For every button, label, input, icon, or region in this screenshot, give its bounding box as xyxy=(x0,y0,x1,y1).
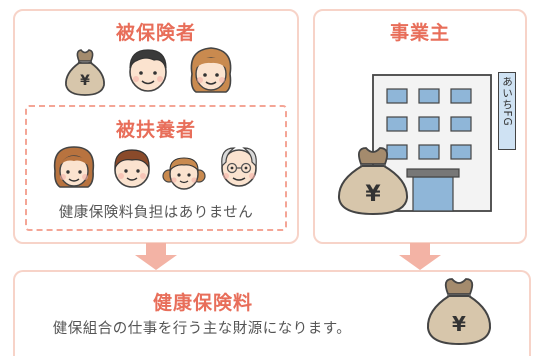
company-sign-label: あいちFG xyxy=(501,76,513,127)
premium-title: 健康保険料 xyxy=(152,292,254,314)
office-building-icon xyxy=(371,73,495,213)
employer-title: 事業主 xyxy=(389,22,451,44)
dependents-title: 被扶養者 xyxy=(115,119,197,141)
insured-title: 被保険者 xyxy=(115,22,197,44)
woman-face-icon-2 xyxy=(50,143,98,191)
premium-description: 健保組合の仕事を行う主な財源になります。 xyxy=(52,321,352,337)
money-bag-premium-yen-label: ¥ xyxy=(452,312,466,336)
arrow-down-icon-right xyxy=(397,243,443,271)
dependents-box xyxy=(25,105,287,231)
girl-face-icon xyxy=(162,152,206,192)
money-bag-icon-large: ¥ xyxy=(333,144,413,218)
grandpa-face-icon xyxy=(214,140,264,192)
insured-card xyxy=(13,9,299,244)
arrow-down-icon-left xyxy=(133,243,179,271)
money-bag-yen-label: ¥ xyxy=(80,73,90,89)
man-face-icon xyxy=(126,46,170,94)
company-sign: あいちFG xyxy=(498,72,516,150)
money-bag-large-yen-label: ¥ xyxy=(365,182,381,207)
money-bag-icon-premium: ¥ xyxy=(422,276,496,348)
woman-face-icon xyxy=(186,44,236,96)
money-bag-icon: ¥ xyxy=(62,47,108,97)
dependents-note: 健康保険料負担はありません xyxy=(58,205,254,221)
boy-face-icon xyxy=(110,146,154,190)
